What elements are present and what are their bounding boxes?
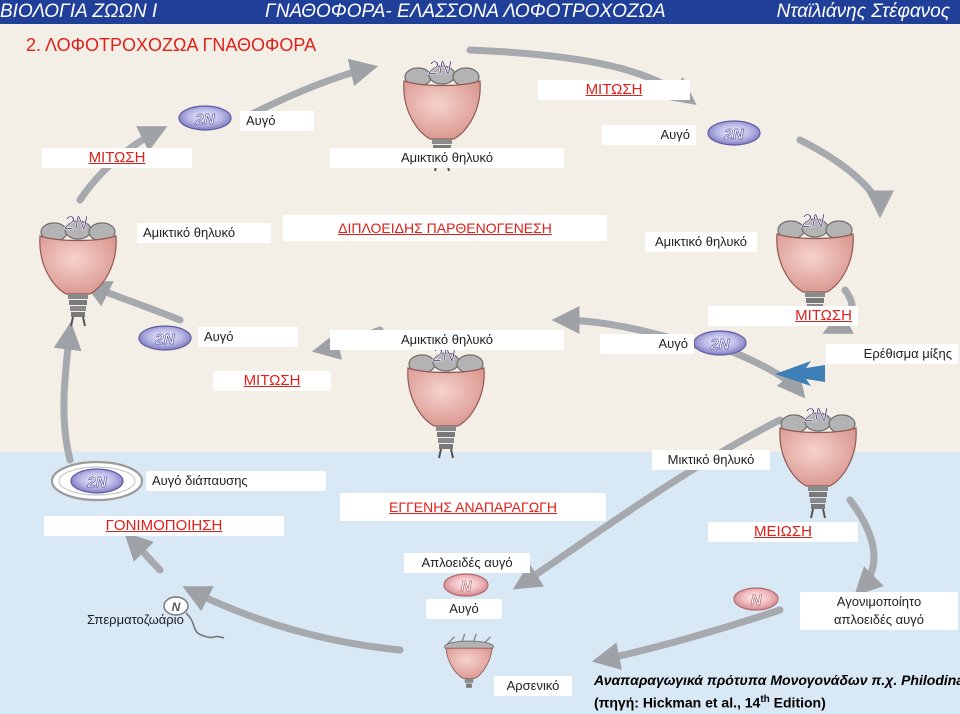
ploidy-label: 2N	[63, 213, 88, 233]
label-dormant-egg: Αυγό διάπαυσης	[146, 471, 326, 491]
ploidy-label: 2N	[800, 211, 825, 231]
dormant-egg: 2N	[50, 460, 144, 502]
label-egg-haploid: Αυγό	[426, 599, 502, 619]
label-mitosis-right: ΜΙΤΩΣΗ	[708, 306, 858, 326]
caption-source: (πηγή: Hickman et al., 14	[594, 694, 761, 711]
caption-edition: Edition)	[769, 694, 826, 711]
haploid-egg-center: N	[443, 573, 489, 597]
rotifer-male	[444, 633, 494, 688]
egg-1: 2N	[178, 105, 232, 131]
rotifer-amictic-right: 2N	[775, 211, 855, 325]
egg-3: 2N	[138, 325, 192, 351]
sperm: N	[163, 596, 225, 639]
label-amictic-right: Αμικτικό θηλυκό	[645, 232, 757, 252]
label-unfertilized-line-2: απλοειδές αυγό	[834, 612, 924, 627]
ploidy-label: N	[172, 600, 181, 614]
egg-2: 2N	[707, 120, 761, 146]
rotifer-amictic-center: 2N	[406, 345, 486, 459]
label-egg-1: Αυγό	[240, 111, 314, 131]
label-amictic-left: Αμικτικό θηλυκό	[137, 223, 271, 243]
ploidy-label: 2N	[154, 331, 175, 348]
haploid-egg-right: N	[733, 587, 779, 611]
label-fertilization: ΓΟΝΙΜΟΠΟΙΗΣΗ	[44, 516, 284, 536]
label-mitosis-top: ΜΙΤΩΣΗ	[538, 80, 690, 100]
label-unfertilized-egg: Αγονιμοποίητο απλοειδές αυγό	[800, 592, 958, 630]
course-title: ΒΙΟΛΟΓΙΑ ΖΩΩΝ Ι	[0, 1, 158, 22]
ploidy-label: N	[461, 578, 473, 595]
label-male: Αρσενικό	[494, 676, 572, 696]
label-amictic-top: Αμικτικό θηλυκό	[330, 148, 564, 168]
rotifer-amictic-left: 2N	[38, 213, 118, 327]
author-name: Νταϊλιάνης Στέφανος	[776, 1, 950, 22]
label-mitosis-left: ΜΙΤΩΣΗ	[42, 148, 192, 168]
label-egg-3: Αυγό	[198, 327, 298, 347]
mating-stimulus-arrow	[775, 361, 825, 386]
caption-superscript: th	[760, 694, 770, 705]
label-egg-4: Αυγό	[600, 334, 694, 354]
caption-line-1: Αναπαραγωγικά πρότυπα Μονογονάδων π.χ. P…	[594, 672, 960, 688]
label-haploid-egg: Απλοειδές αυγό	[404, 553, 530, 573]
caption: Αναπαραγωγικά πρότυπα Μονογονάδων π.χ. P…	[594, 670, 960, 713]
ploidy-label: 2N	[709, 336, 730, 353]
label-egg-2: Αυγό	[602, 125, 696, 145]
label-amictic-center: Αμικτικό θηλυκό	[330, 330, 564, 350]
section-title: ΓΝΑΘΟΦΟΡΑ- ΕΛΑΣΣΟΝΑ ΛΟΦΟΤΡΟΧΟΖΩΑ	[265, 1, 666, 22]
ploidy-label: 2N	[194, 111, 215, 128]
ploidy-label: 2N	[803, 405, 828, 425]
ploidy-label: N	[751, 592, 763, 609]
slide-header: ΒΙΟΛΟΓΙΑ ΖΩΩΝ Ι ΓΝΑΘΟΦΟΡΑ- ΕΛΑΣΣΟΝΑ ΛΟΦΟ…	[0, 0, 960, 24]
ploidy-label: 2N	[427, 58, 452, 78]
ploidy-label: 2N	[86, 474, 107, 491]
rotifer-mictic: 2N	[778, 405, 858, 519]
caption-line-2: (πηγή: Hickman et al., 14th Edition)	[594, 690, 960, 713]
label-mictic-female: Μικτικό θηλυκό	[652, 450, 770, 470]
slide-title: 2. ΛΟΦΟΤΡΟΧΟΖΩΑ ΓΝΑΘΟΦΟΡΑ	[26, 35, 317, 55]
label-mitosis-mid: ΜΙΤΩΣΗ	[213, 371, 331, 391]
egg-4: 2N	[693, 330, 747, 356]
ploidy-label: 2N	[723, 126, 744, 143]
rotifer-amictic-top: 2N	[402, 58, 482, 172]
label-unfertilized-line-1: Αγονιμοποίητο	[836, 594, 922, 609]
label-meiosis: ΜΕΙΩΣΗ	[708, 522, 858, 542]
label-mating-stimulus: Ερέθισμα μίξης	[826, 344, 958, 364]
label-sexual-reproduction: ΕΓΓΕΝΗΣ ΑΝΑΠΑΡΑΓΩΓΗ	[340, 493, 606, 521]
label-sperm: Σπερματοζωάριο	[87, 612, 184, 627]
label-diploid-parthenogenesis: ΔΙΠΛΟΕΙΔΗΣ ΠΑΡΘΕΝΟΓΕΝΕΣΗ	[283, 215, 607, 241]
